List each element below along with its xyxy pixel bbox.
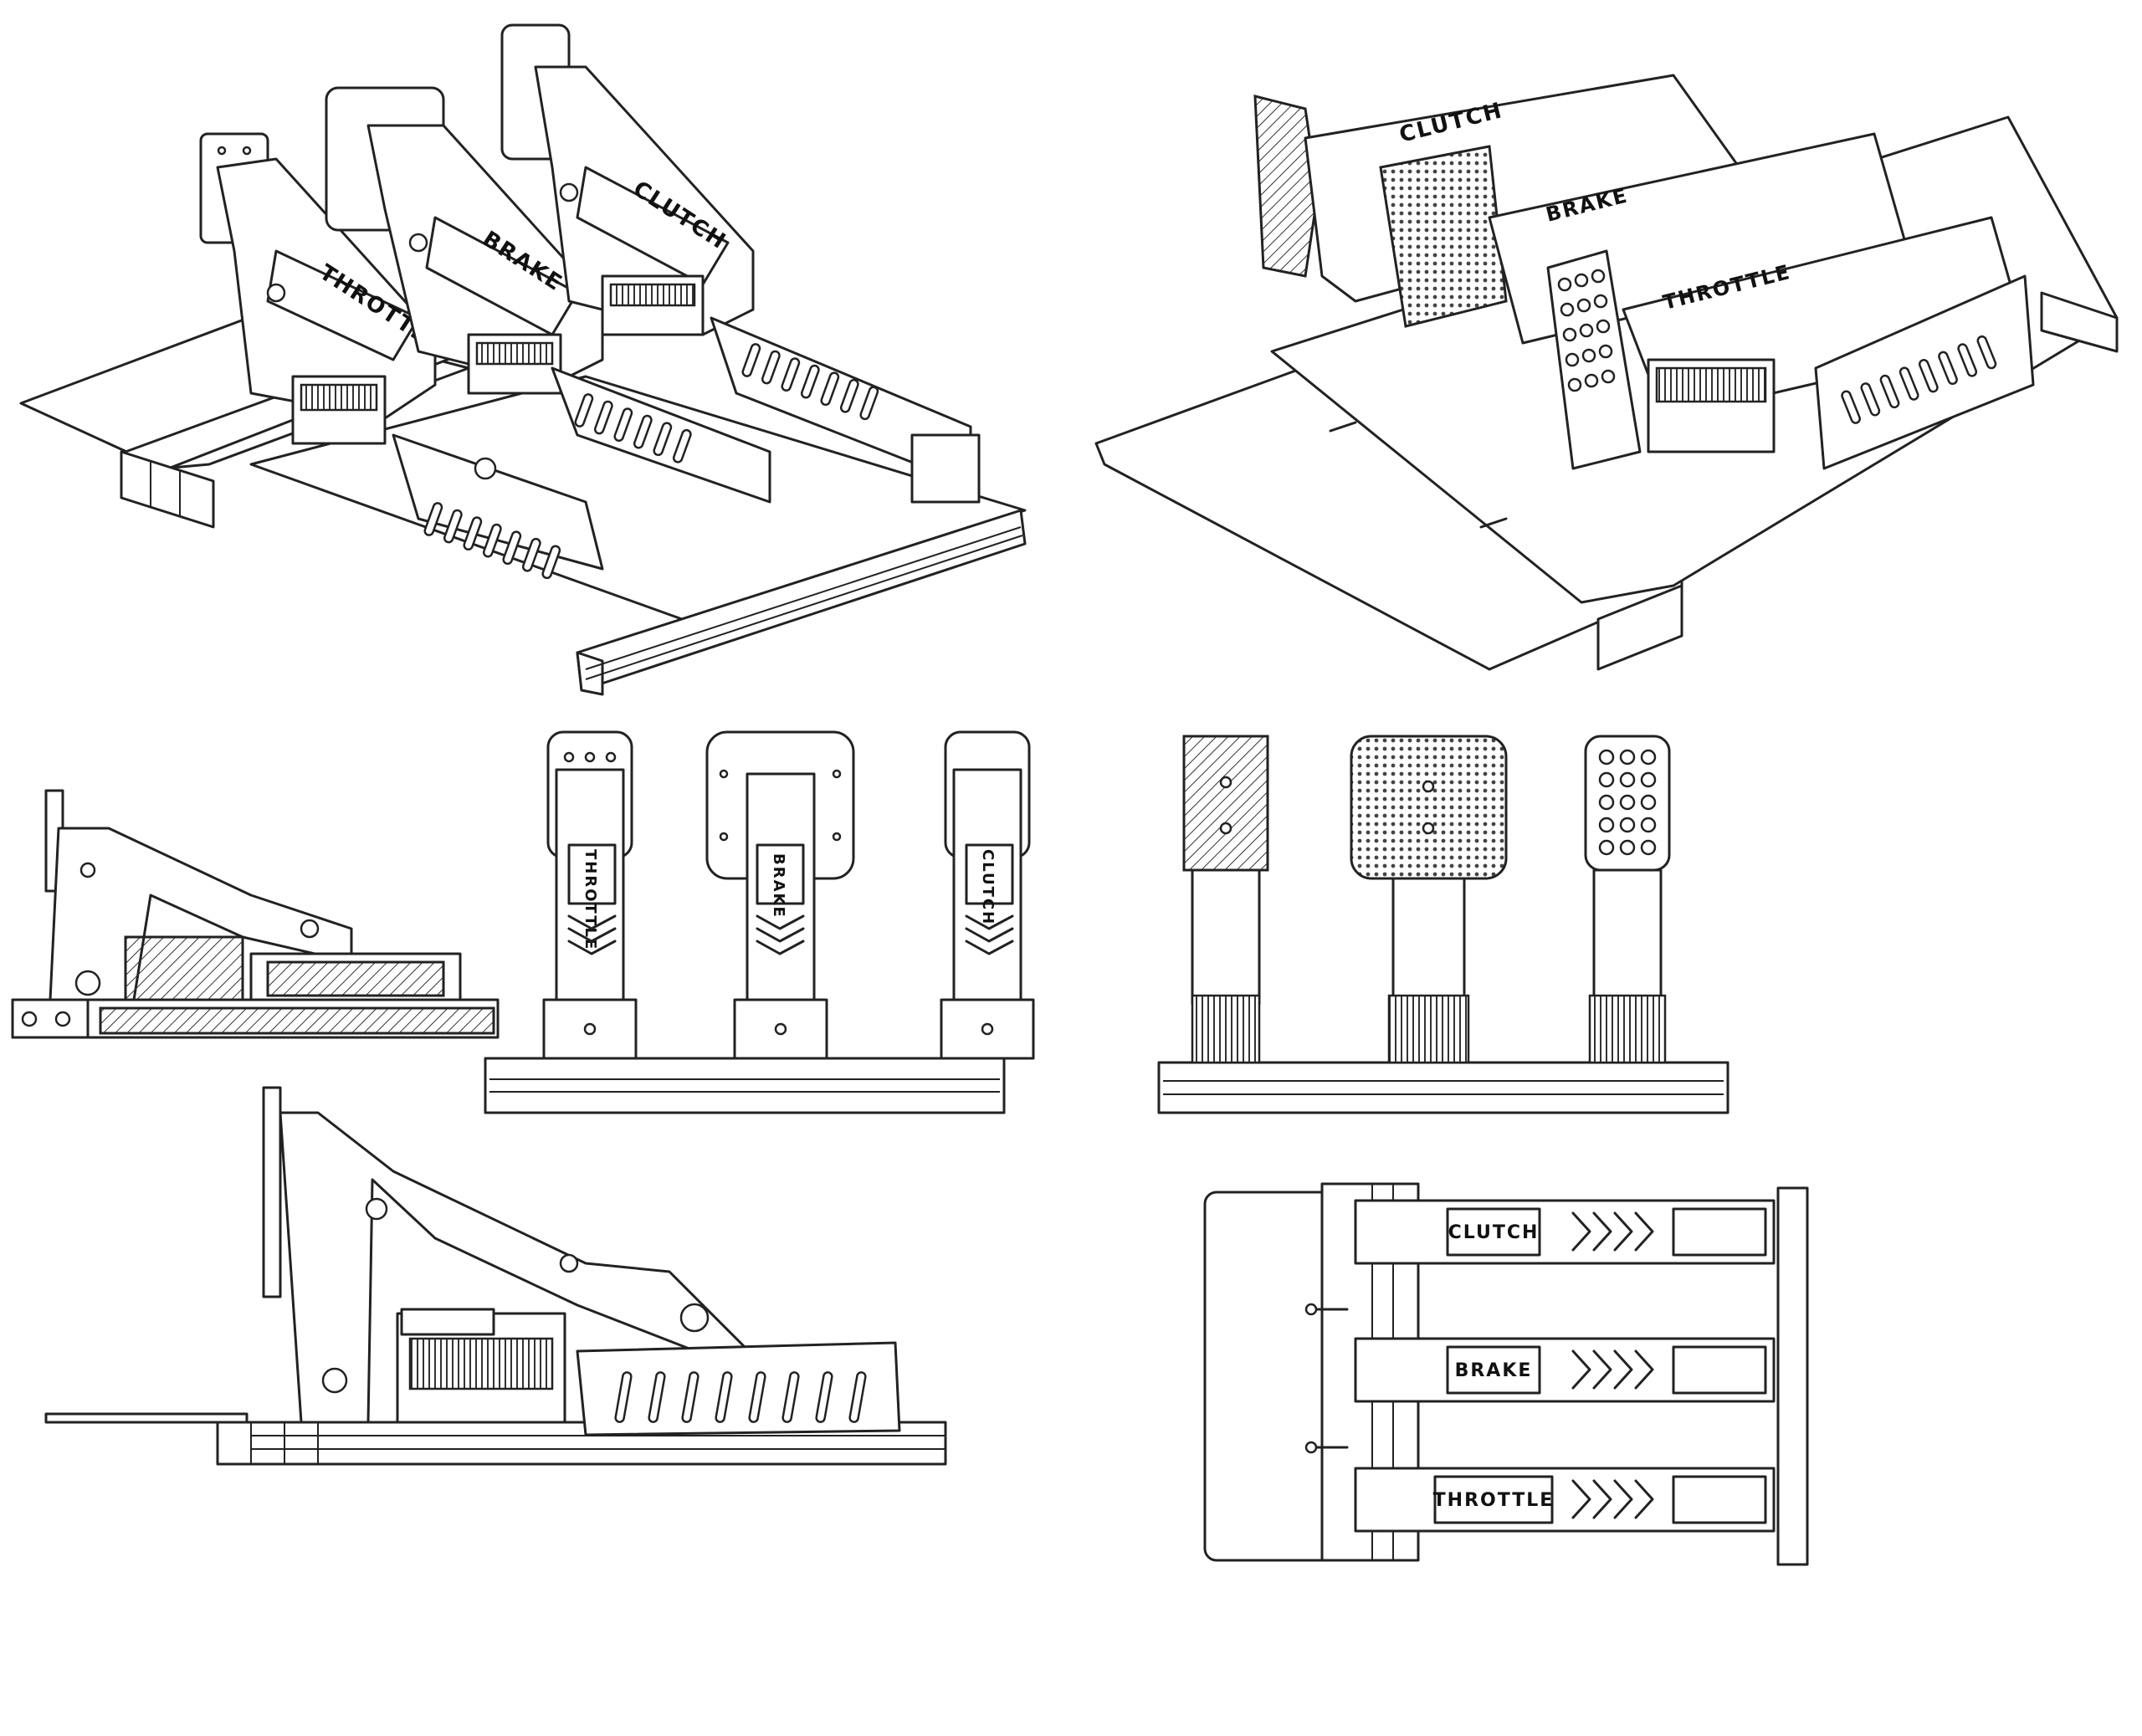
rear-base-rail xyxy=(1157,1061,1729,1114)
isometric-rear-view: CLUTCH BRAKE THROTTLE xyxy=(1094,74,2119,671)
top-brake-label: BRAKE xyxy=(1455,1360,1533,1381)
front-throttle-pedal: THROTTLE xyxy=(542,730,638,1060)
isometric-front-view: THROTTLE BRAKE xyxy=(19,23,1027,696)
iso-front-clutch-pedal: CLUTCH xyxy=(500,23,981,504)
front-clutch-pedal: CLUTCH xyxy=(940,730,1035,1060)
front-brake-pedal: BRAKE xyxy=(705,730,855,1060)
rear-clutch-pedal xyxy=(1182,735,1269,1064)
front-base-rail xyxy=(484,1057,1006,1114)
base-frame xyxy=(249,375,1027,621)
front-throttle-label: THROTTLE xyxy=(582,849,599,950)
side-floor-plate xyxy=(44,1412,249,1424)
top-front-rail xyxy=(1776,1186,1809,1566)
rear-throttle-pedal xyxy=(1584,735,1671,1064)
top-throttle-label: THROTTLE xyxy=(1433,1490,1555,1511)
front-clutch-label: CLUTCH xyxy=(979,849,997,925)
iso-front-throttle-pedal: THROTTLE xyxy=(199,132,604,580)
top-clutch-label: CLUTCH xyxy=(1448,1222,1540,1243)
front-view: THROTTLE BRAKE CLUTCH xyxy=(484,730,1035,1114)
rear-view xyxy=(1157,735,1729,1114)
iso-front-brake-pedal: BRAKE xyxy=(325,86,771,504)
front-brake-label: BRAKE xyxy=(770,853,787,919)
side-pedal-pad xyxy=(262,1086,282,1298)
side-view xyxy=(44,1086,947,1466)
side-detailed-view xyxy=(11,789,500,1039)
top-clutch-pedal: CLUTCH xyxy=(1354,1199,1776,1265)
top-throttle-pedal: THROTTLE xyxy=(1354,1467,1776,1533)
iso-rear-clutch-pad xyxy=(1253,95,1320,278)
rear-brake-pedal xyxy=(1350,735,1508,1064)
top-brake-pedal: BRAKE xyxy=(1354,1337,1776,1403)
iso-rear-brake-pad xyxy=(1379,145,1508,328)
top-view: CLUTCH BRAKE THROTTLE xyxy=(1203,1182,1809,1566)
